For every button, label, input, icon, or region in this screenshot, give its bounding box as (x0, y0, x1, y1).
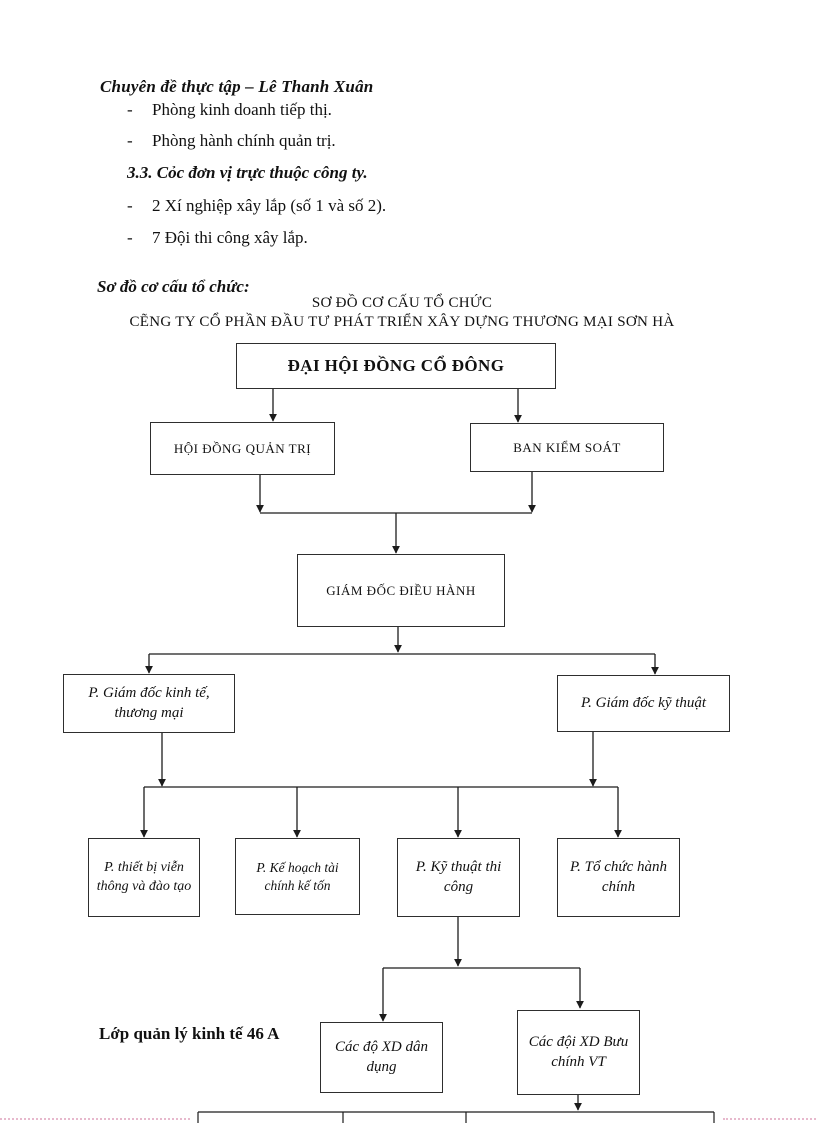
list-item: -7 Đội thi công xây lắp. (127, 228, 308, 248)
org-node-board: HỘI ĐỒNG QUẢN TRỊ (150, 422, 335, 475)
list-item: -Phòng hành chính quản trị. (127, 131, 336, 151)
list-item: -2 Xí nghiệp xây lắp (số 1 và số 2). (127, 196, 386, 216)
org-node-teams-postal: Các đội XD Bưu chính VT (517, 1010, 640, 1095)
list-dash: - (127, 228, 133, 247)
list-dash: - (127, 196, 133, 215)
list-item-text: 2 Xí nghiệp xây lắp (số 1 và số 2). (152, 196, 387, 215)
org-node-supervisory: BAN KIỂM SOÁT (470, 423, 664, 472)
section-heading: 3.3. Cỏc đơn vị trực thuộc công ty. (127, 163, 368, 182)
org-node-deputy-economy: P. Giám đốc kinh tế, thương mại (63, 674, 235, 733)
dotted-margin-line-left (0, 1118, 190, 1120)
list-dash: - (127, 131, 133, 150)
dotted-margin-line-right (723, 1118, 816, 1120)
diagram-caption: Sơ đồ cơ cấu tổ chức: (97, 277, 250, 296)
org-node-teams-civil: Các độ XD dân dụng (320, 1022, 443, 1093)
list-dash: - (127, 100, 133, 119)
org-node-dept-admin: P. Tổ chức hành chính (557, 838, 680, 917)
list-item: -Phòng kinh doanh tiếp thị. (127, 100, 332, 120)
org-node-dept-finance: P. Kế hoạch tài chính kế tốn (235, 838, 360, 915)
class-note: Lớp quản lý kinh tế 46 A (99, 1024, 280, 1043)
org-node-dept-engineering: P. Kỹ thuật thi công (397, 838, 520, 917)
report-header: Chuyên đề thực tập – Lê Thanh Xuân (100, 77, 374, 96)
org-node-ceo: GIÁM ĐỐC ĐIỀU HÀNH (297, 554, 505, 627)
org-node-dept-telecom: P. thiết bị viễn thông và đào tạo (88, 838, 200, 917)
list-item-text: Phòng kinh doanh tiếp thị. (152, 100, 332, 119)
org-node-deputy-technical: P. Giám đốc kỹ thuật (557, 675, 730, 732)
chart-title-line2: CẼNG TY CỔ PHẦN ĐẦU TƯ PHÁT TRIỂN XÂY DỰ… (129, 314, 675, 330)
chart-title-line1: SƠ ĐỒ CƠ CẤU TỔ CHỨC (311, 295, 493, 311)
list-item-text: Phòng hành chính quản trị. (152, 131, 336, 150)
org-node-shareholders: ĐẠI HỘI ĐỒNG CỔ ĐÔNG (236, 343, 556, 389)
list-item-text: 7 Đội thi công xây lắp. (152, 228, 308, 247)
